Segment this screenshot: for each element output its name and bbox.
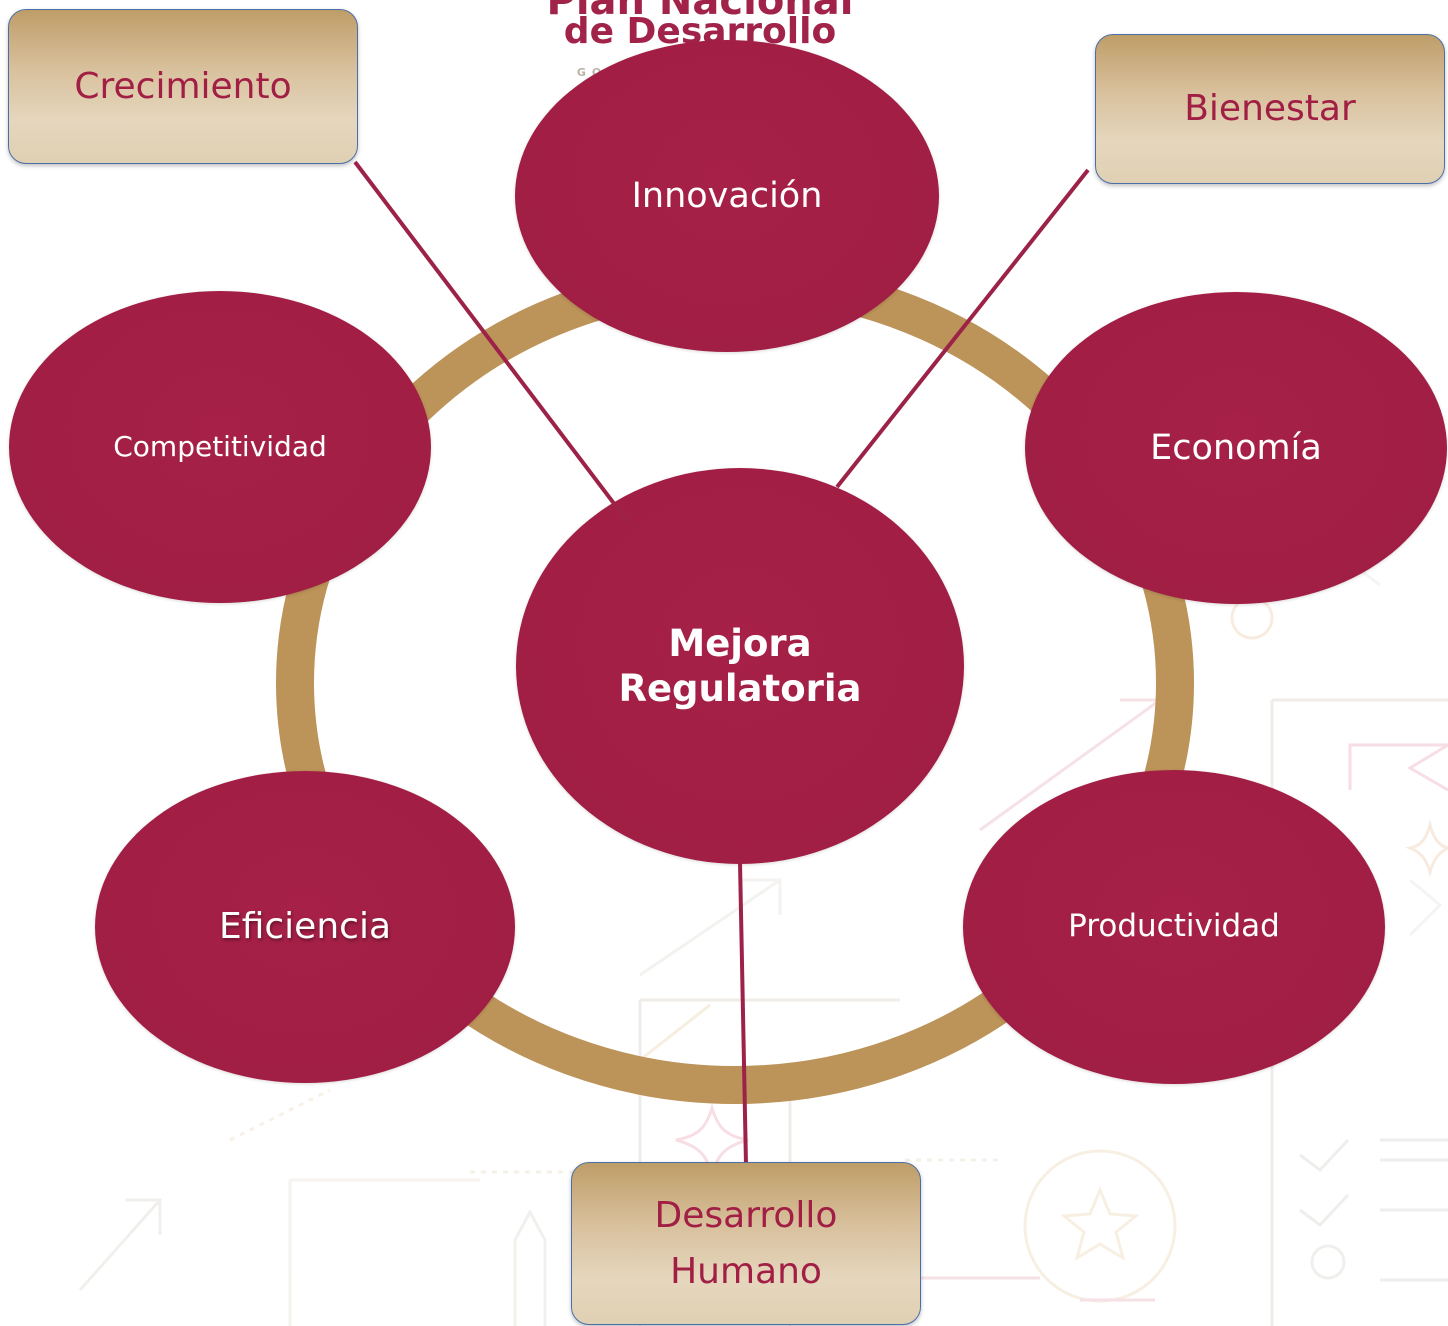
logo-line-1: Plan Nacional: [546, 0, 854, 24]
center-line-1: Mejora: [668, 621, 812, 665]
connector-bienestar: [835, 168, 1090, 489]
node-competitividad: Competitividad: [9, 291, 431, 603]
node-competitividad-label: Competitividad: [113, 429, 327, 463]
node-center: Mejora Regulatoria: [516, 468, 964, 864]
bg-dashed-lines: [229, 1088, 1000, 1174]
node-economia-label: Economía: [1150, 427, 1322, 468]
bg-list-lines: [1380, 1138, 1448, 1282]
bg-rule-lines: [905, 1276, 1155, 1302]
node-economia: Economía: [1025, 292, 1447, 604]
bg-circle-2: [1310, 1244, 1346, 1280]
bg-star-icon: [1060, 1186, 1140, 1262]
bg-pencil-icon: [513, 1208, 547, 1326]
callout-desarrollo-line-1: Desarrollo: [654, 1194, 838, 1236]
bg-chevron-1: [1408, 878, 1443, 937]
callout-crecimiento-label: Crecimiento: [74, 65, 292, 107]
bg-arrow-4: [639, 1003, 711, 1062]
callout-bienestar-label: Bienestar: [1184, 88, 1356, 130]
bg-arrow-3: [78, 1198, 162, 1291]
bg-flag: [1348, 743, 1448, 792]
bg-sparkle-icon-2: [1404, 819, 1448, 878]
bg-frame-left: [288, 1178, 480, 1326]
node-productividad: Productividad: [963, 770, 1385, 1084]
callout-desarrollo-line-2: Humano: [670, 1250, 822, 1292]
connector-crecimiento: [353, 160, 630, 524]
connector-desarrollo: [738, 861, 748, 1166]
bg-chevron-2: [1359, 568, 1381, 587]
callout-crecimiento: Crecimiento: [8, 9, 358, 164]
center-line-2: Regulatoria: [618, 667, 862, 710]
node-innovacion: Innovación: [515, 40, 939, 352]
node-eficiencia: Eficiencia: [95, 771, 515, 1083]
callout-bienestar: Bienestar: [1095, 34, 1445, 184]
node-innovacion-label: Innovación: [631, 175, 823, 216]
bg-check-icons: [1299, 1138, 1350, 1228]
node-eficiencia-label: Eficiencia: [218, 906, 392, 948]
node-productividad-label: Productividad: [1068, 908, 1280, 945]
callout-desarrollo-humano: Desarrollo Humano: [571, 1162, 921, 1325]
bg-arrow-2: [639, 878, 782, 977]
